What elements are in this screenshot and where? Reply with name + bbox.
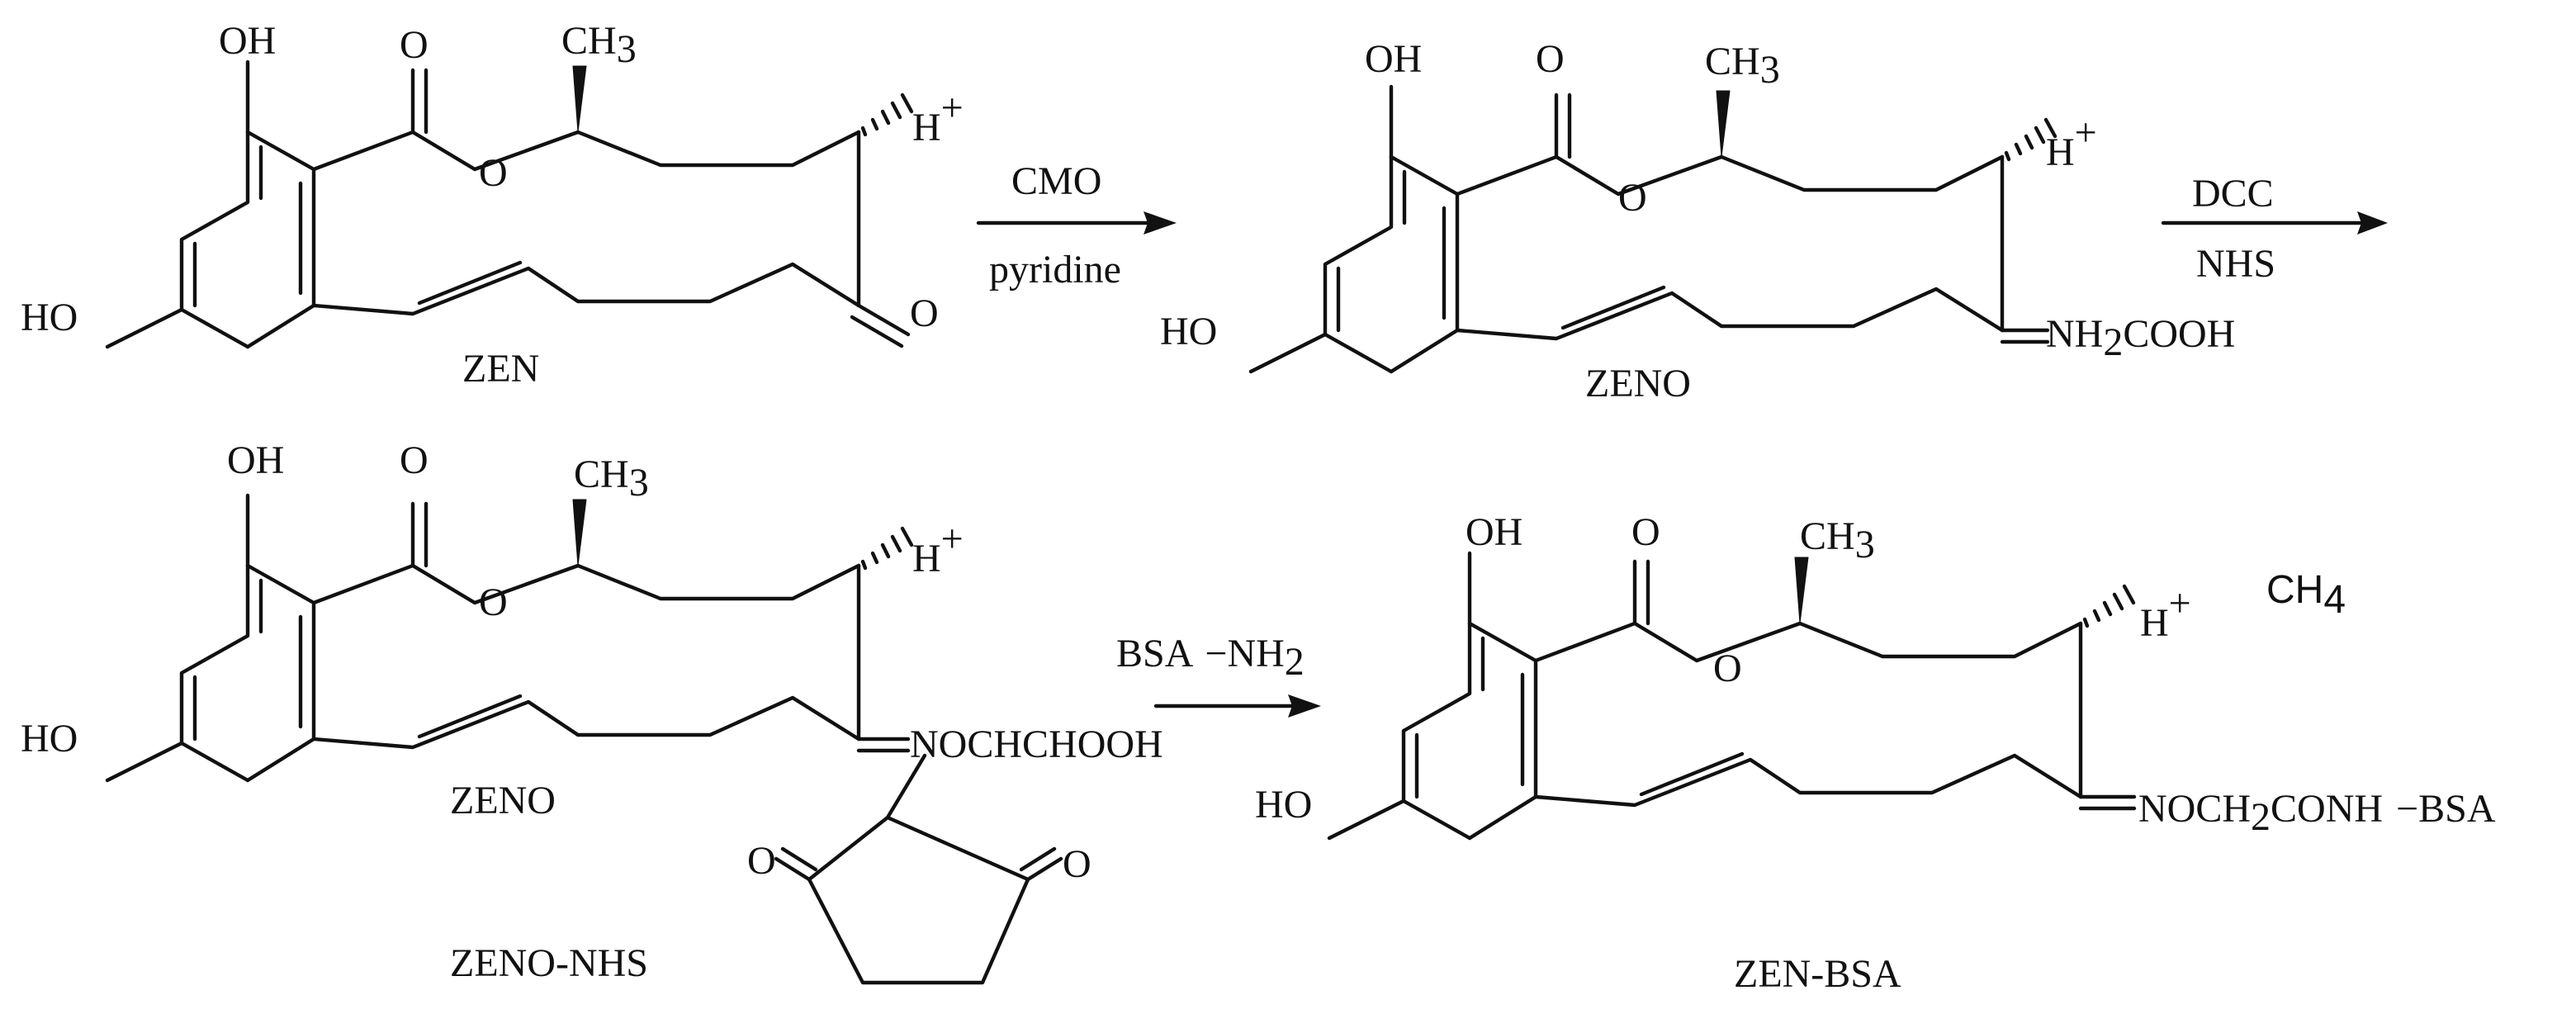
- zen-bsa-methyl: CH3: [1800, 514, 1875, 566]
- zeno-nhs-ring-o: O: [479, 580, 508, 624]
- zeno-nhs-label: ZENO-NHS: [450, 941, 648, 985]
- reaction-step-2: DCC NHS: [2161, 172, 2388, 286]
- ch4-label: CH4: [2266, 568, 2346, 622]
- zeno-ho: HO: [1160, 310, 1217, 353]
- zeno-h-plus: H+: [2046, 111, 2097, 174]
- zen-oh: OH: [219, 19, 276, 63]
- zeno-nhs-o-left: O: [747, 839, 776, 883]
- reagent-pyridine: pyridine: [989, 248, 1121, 291]
- reagent-dcc: DCC: [2192, 172, 2274, 216]
- zeno-label: ZENO: [1585, 362, 1691, 405]
- zeno-nhs-carbonyl-o: O: [400, 438, 429, 482]
- reaction-step-3: BSA−NH2: [1116, 632, 1321, 718]
- molecule-zen-bsa: OH HO O O CH3 H+ NOCH2CONH−BSA ZEN-BSA: [1255, 510, 2496, 996]
- molecule-zen: OH HO O O O CH3 H+ ZEN: [21, 19, 964, 391]
- molecule-zeno-nhs: OH HO O O CH3 H+ NOCHCHOOH O O ZENO ZENO…: [21, 438, 1163, 985]
- reagent-nhs: NHS: [2196, 242, 2275, 286]
- zen-bsa-oh: OH: [1466, 510, 1522, 554]
- zen-bsa-label: ZEN-BSA: [1734, 952, 1901, 996]
- zen-bsa-ring-o: O: [1713, 647, 1742, 690]
- zen-ring-o: O: [479, 151, 508, 195]
- molecule-zeno: OH HO O O CH3 H+ NH2COOH ZENO: [1160, 37, 2235, 405]
- zen-methyl: CH3: [561, 19, 637, 71]
- zen-h-plus: H+: [912, 86, 964, 149]
- zeno-ring-o: O: [1618, 176, 1647, 220]
- zen-bsa-substituent: NOCH2CONH−BSA: [2138, 787, 2496, 839]
- reaction-step-1: CMO pyridine: [976, 159, 1177, 291]
- zeno-substituent: NH2COOH: [2046, 312, 2235, 364]
- zeno-nhs-o-right: O: [1063, 842, 1091, 886]
- zeno-nhs-name: ZENO: [450, 779, 556, 822]
- zeno-nhs-ho: HO: [21, 717, 78, 760]
- zeno-methyl: CH3: [1705, 40, 1780, 92]
- zeno-carbonyl-o: O: [1536, 37, 1565, 81]
- zeno-oh: OH: [1365, 37, 1422, 81]
- zeno-nhs-methyl: CH3: [574, 453, 649, 505]
- reagent-bsa-nh2: BSA−NH2: [1116, 632, 1305, 684]
- zen-label: ZEN: [462, 347, 539, 391]
- zen-bsa-carbonyl-o: O: [1631, 510, 1660, 554]
- zen-bsa-ho: HO: [1255, 783, 1312, 827]
- reagent-cmo: CMO: [1011, 159, 1101, 203]
- zeno-nhs-oh: OH: [227, 438, 284, 482]
- zen-ketone-o: O: [910, 291, 939, 335]
- zen-ho: HO: [21, 296, 78, 339]
- zen-bsa-h-plus: H+: [2140, 581, 2191, 645]
- zeno-nhs-substituent: NOCHCHOOH: [910, 723, 1163, 766]
- zen-carbonyl-o: O: [400, 23, 429, 67]
- zeno-nhs-h-plus: H+: [912, 517, 964, 580]
